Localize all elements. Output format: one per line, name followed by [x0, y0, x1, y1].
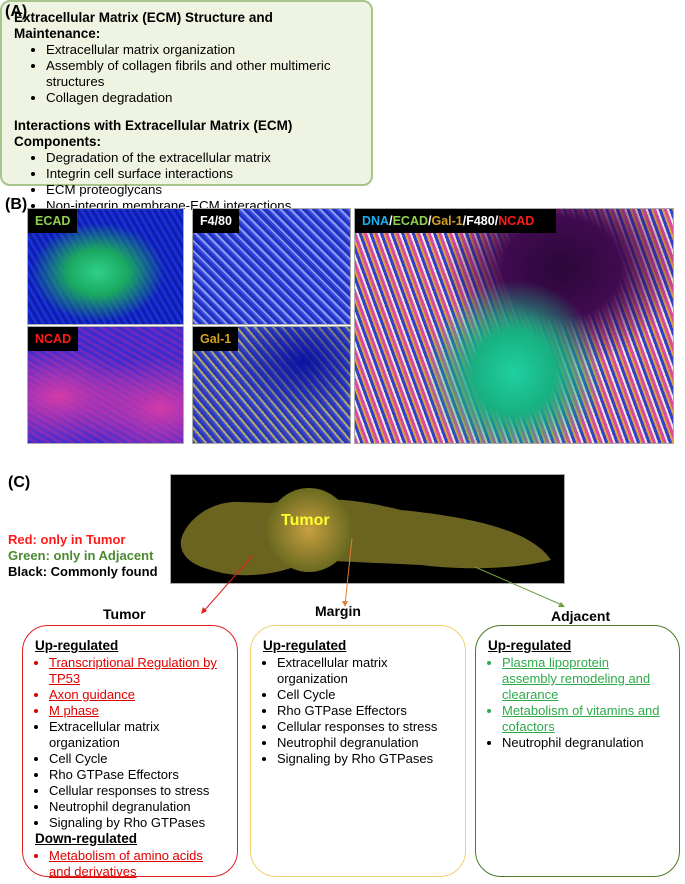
legend-black: Black: Commonly found [8, 564, 158, 579]
ncad-label: NCAD [28, 327, 79, 351]
list-item: Integrin cell surface interactions [46, 166, 359, 182]
list-item: Signaling by Rho GTPases [277, 751, 453, 767]
list-item: Rho GTPase Effectors [277, 703, 453, 719]
list-item: Transcriptional Regulation by TP53 [49, 655, 225, 687]
panel-c-label: (C) [8, 474, 31, 491]
list-item: Cell Cycle [277, 687, 453, 703]
legend-green: Green: only in Adjacent [8, 548, 154, 563]
list-item: Degradation of the extracellular matrix [46, 150, 359, 166]
list-item: Extracellular matrix organization [49, 719, 225, 751]
merged-label: DNA/ECAD/Gal-1/F480/NCAD [355, 209, 557, 233]
ncad-image: NCAD [27, 326, 184, 444]
list-item: Cellular responses to stress [49, 783, 225, 799]
gal1-text: Gal-1 [431, 214, 463, 228]
panel-b-label: (B) [5, 196, 28, 213]
list-item: Assembly of collagen fibrils and other m… [46, 58, 359, 90]
legend-red: Red: only in Tumor [8, 532, 126, 547]
tissue-shape [180, 488, 551, 576]
gal1-label: Gal-1 [193, 327, 239, 351]
list-item: ECM proteoglycans [46, 182, 359, 198]
margin-arrow [344, 537, 353, 606]
tumor-overlay-label: Tumor [281, 512, 330, 529]
section-title: Extracellular Matrix (ECM) Structure and… [14, 10, 273, 41]
tumor-heading: Tumor [103, 606, 146, 622]
ecad-text: ECAD [392, 214, 428, 228]
merged-image: DNA/ECAD/Gal-1/F480/NCAD [354, 208, 674, 444]
up-regulated-title: Up-regulated [263, 638, 347, 653]
list-item: Neutrophil degranulation [277, 735, 453, 751]
down-regulated-title: Down-regulated [35, 831, 138, 846]
tumor-arrow [202, 554, 254, 613]
list-item: Extracellular matrix organization [277, 655, 453, 687]
list-item: Neutrophil degranulation [49, 799, 225, 815]
tumor-pathway-box: Up-regulatedTranscriptional Regulation b… [22, 625, 238, 880]
margin-heading: Margin [315, 603, 361, 619]
ncad-text: NCAD [498, 214, 535, 228]
margin-pathway-box: Up-regulatedExtracellular matrix organiz… [250, 625, 466, 877]
panel-a-label: (A) [5, 3, 28, 20]
ecad-image: ECAD [27, 208, 184, 325]
sep: / [389, 214, 393, 228]
sep: / [428, 214, 432, 228]
f480-text: /F480/ [462, 214, 499, 228]
list-item: Collagen degradation [46, 90, 359, 106]
color-legend: Red: only in Tumor Green: only in Adjace… [8, 532, 158, 580]
list-item: Neutrophil degranulation [502, 735, 667, 751]
list-item: Extracellular matrix organization [46, 42, 359, 58]
list-item: Metabolism of amino acids and derivative… [49, 848, 225, 880]
list-item: Axon guidance [49, 687, 225, 703]
list-item: Rho GTPase Effectors [49, 767, 225, 783]
list-item: Cellular responses to stress [277, 719, 453, 735]
adjacent-heading: Adjacent [551, 608, 611, 624]
list-item: M phase [49, 703, 225, 719]
ecm-pathway-box: Extracellular Matrix (ECM) Structure and… [0, 0, 373, 213]
list-item: Metabolism of vitamins and cofactors [502, 703, 667, 735]
up-regulated-title: Up-regulated [488, 638, 572, 653]
list-item: Signaling by Rho GTPases [49, 815, 225, 831]
up-regulated-title: Up-regulated [35, 638, 119, 653]
list-item: Plasma lipoprotein assembly remodeling a… [502, 655, 667, 703]
f480-image: F4/80 [192, 208, 351, 325]
list-item: Cell Cycle [49, 751, 225, 767]
f480-label: F4/80 [193, 209, 239, 233]
section-title: Interactions with Extracellular Matrix (… [14, 118, 293, 149]
adjacent-arrow [474, 566, 563, 606]
dna-text: DNA [362, 214, 390, 228]
tissue-section-image: Tumor [170, 474, 565, 584]
adjacent-pathway-box: Up-regulatedPlasma lipoprotein assembly … [475, 625, 680, 877]
gal1-image: Gal-1 [192, 326, 351, 444]
ecad-label: ECAD [28, 209, 78, 233]
